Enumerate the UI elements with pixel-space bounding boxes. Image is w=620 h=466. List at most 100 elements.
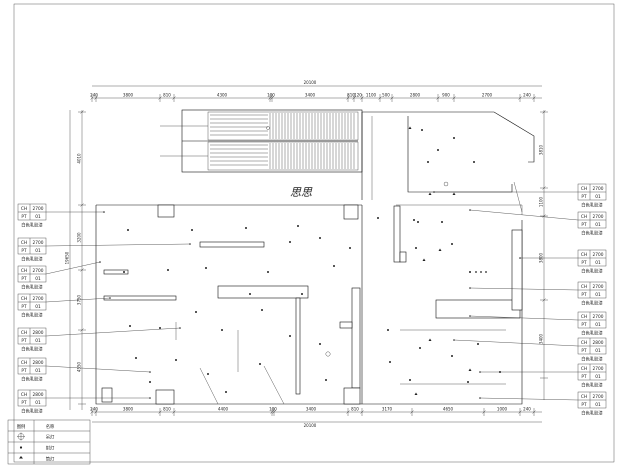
- dim-bottom-segment: 3170: [382, 407, 393, 412]
- tag-paint-no: 01: [595, 322, 601, 328]
- tag-paint-no: 01: [35, 368, 41, 374]
- spotlight: [428, 338, 432, 341]
- downlight: [415, 247, 417, 249]
- tag-height: 2800: [33, 330, 44, 336]
- dim-top-segment: 500: [382, 93, 390, 98]
- downlight: [149, 381, 151, 383]
- tag-paint-no: 01: [595, 402, 601, 408]
- dim-right-segment: 3800: [539, 252, 544, 263]
- tag-paint-no: 01: [595, 374, 601, 380]
- tag-code-ch: CH: [21, 296, 27, 302]
- downlight: [301, 293, 303, 295]
- downlight: [245, 227, 247, 229]
- downlight: [175, 359, 177, 361]
- tag-material: 白色乳胶漆: [21, 408, 43, 415]
- spotlight-icon: [19, 456, 23, 459]
- spotlight: [468, 368, 472, 371]
- legend-name-downlight: 射灯: [46, 445, 55, 452]
- pendant-light: [325, 351, 331, 357]
- tag-code-ch: CH: [21, 392, 27, 398]
- tag-material: 白色乳胶漆: [581, 300, 603, 307]
- tag-code-ch: CH: [581, 186, 587, 192]
- tag-height: 2700: [593, 214, 604, 220]
- dim-right-segment: 3400: [539, 333, 544, 344]
- dim-top-segment: 2700: [482, 93, 493, 98]
- dim-bottom-segment: 4400: [218, 407, 229, 412]
- downlight: [167, 269, 169, 271]
- downlight: [409, 379, 411, 381]
- downlight: [289, 241, 291, 243]
- tag-paint-no: 01: [35, 400, 41, 406]
- downlight: [441, 221, 443, 223]
- tag-paint-no: 01: [595, 194, 601, 200]
- downlight: [319, 237, 321, 239]
- tag-code-pt: PT: [581, 222, 587, 228]
- downlight: [129, 325, 131, 327]
- downlight: [349, 247, 351, 249]
- tag-code-ch: CH: [581, 314, 587, 320]
- downlight: [389, 361, 391, 363]
- tag-paint-no: 01: [595, 260, 601, 266]
- dim-top-segment: 810: [163, 93, 171, 98]
- tag-code-pt: PT: [21, 304, 27, 310]
- downlight: [469, 271, 471, 273]
- dim-bottom-segment: 4650: [443, 407, 454, 412]
- dim-top-segment: 240: [90, 93, 98, 98]
- tag-material: 白色乳胶漆: [581, 202, 603, 209]
- downlight: [249, 293, 251, 295]
- spotlight: [428, 192, 432, 195]
- spotlight: [408, 126, 412, 129]
- downlight: [473, 161, 475, 163]
- tag-height: 2700: [593, 186, 604, 192]
- downlight: [419, 347, 421, 349]
- downlight: [135, 357, 137, 359]
- dim-top-segment: 100: [267, 93, 275, 98]
- spotlight: [452, 192, 456, 195]
- tag-height: 2700: [33, 268, 44, 274]
- tag-code-ch: CH: [581, 214, 587, 220]
- downlight: [480, 271, 482, 273]
- tag-material: 白色乳胶漆: [581, 356, 603, 363]
- downlight: [259, 363, 261, 365]
- dim-top-segment: 3800: [123, 93, 134, 98]
- downlight: [159, 327, 161, 329]
- tag-code-ch: CH: [21, 206, 27, 212]
- tag-code-ch: CH: [581, 284, 587, 290]
- dim-top-segment: 900: [442, 93, 450, 98]
- tag-code-ch: CH: [21, 360, 27, 366]
- dim-top-total: 20100: [304, 80, 317, 85]
- tag-code-pt: PT: [21, 338, 27, 344]
- tag-code-pt: PT: [21, 368, 27, 374]
- downlight: [427, 161, 429, 163]
- tag-code-ch: CH: [581, 394, 587, 400]
- downlight: [319, 343, 321, 345]
- dim-bottom-total: 20100: [304, 423, 317, 428]
- downlight: [451, 355, 453, 357]
- downlight: [421, 129, 423, 131]
- tag-material: 白色乳胶漆: [21, 256, 43, 263]
- ceiling-lights: [123, 126, 501, 395]
- tag-height: 2700: [593, 314, 604, 320]
- tag-material: 白色乳胶漆: [21, 346, 43, 353]
- dim-bottom-segment: 240: [523, 407, 531, 412]
- tag-material: 白色乳胶漆: [581, 230, 603, 237]
- tag-code-pt: PT: [21, 276, 27, 282]
- spotlight: [438, 248, 442, 251]
- tag-material: 白色乳胶漆: [21, 222, 43, 229]
- pendant-light: [266, 126, 270, 130]
